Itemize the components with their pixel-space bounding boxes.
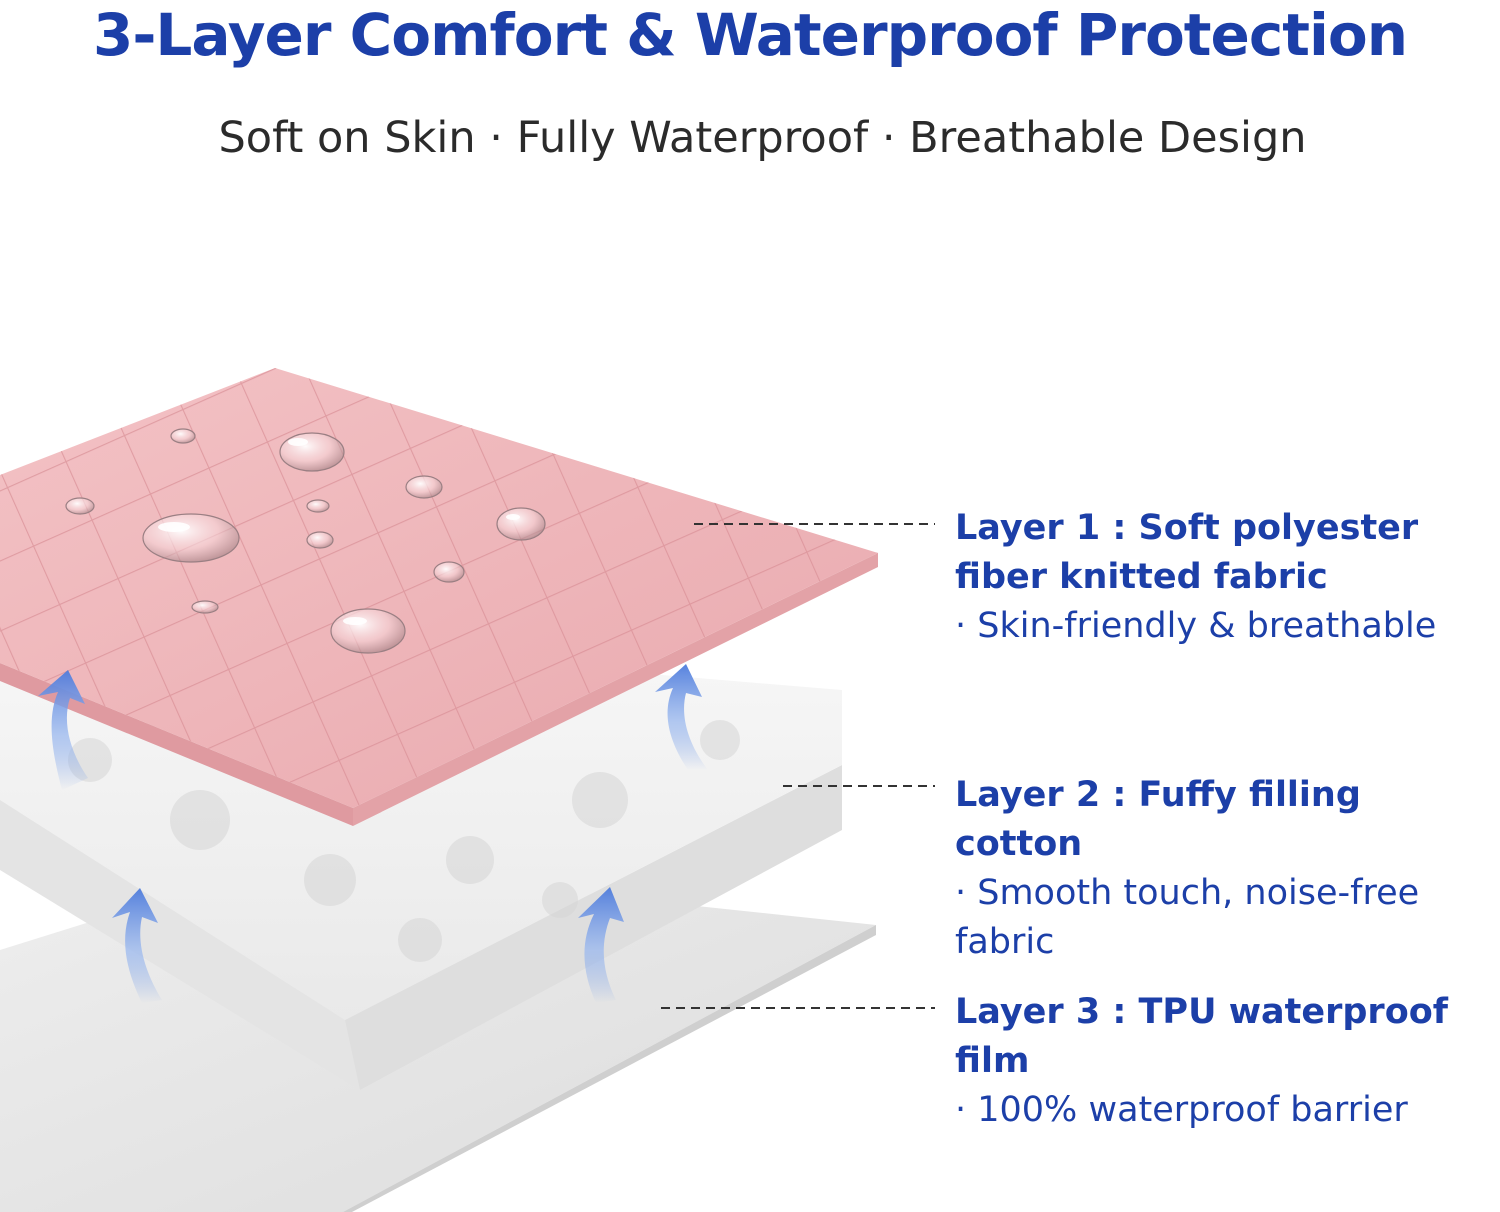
layer-3-title: Layer 3 : TPU waterproof film: [955, 992, 1449, 1081]
layer-1-title: Layer 1 : Soft polyester fiber knitted f…: [955, 508, 1419, 597]
headline: 3-Layer Comfort & Waterproof Protection: [92, 1, 1408, 69]
layer-2-description: · Smooth touch, noise-free fabric: [955, 873, 1420, 962]
layer-2-title: Layer 2 : Fuffy filling cotton: [955, 775, 1361, 864]
layer-1-label: Layer 1 : Soft polyester fiber knitted f…: [955, 504, 1500, 651]
layer-3-description: · 100% waterproof barrier: [955, 1090, 1408, 1130]
subheadline: Soft on Skin · Fully Waterproof · Breath…: [218, 113, 1307, 163]
layer-3-label: Layer 3 : TPU waterproof film · 100% wat…: [955, 988, 1500, 1135]
layer-2-label: Layer 2 : Fuffy filling cotton · Smooth …: [955, 771, 1500, 967]
airflow-arrow-icon: [38, 664, 708, 1003]
layer-1-description: · Skin-friendly & breathable: [955, 606, 1437, 646]
